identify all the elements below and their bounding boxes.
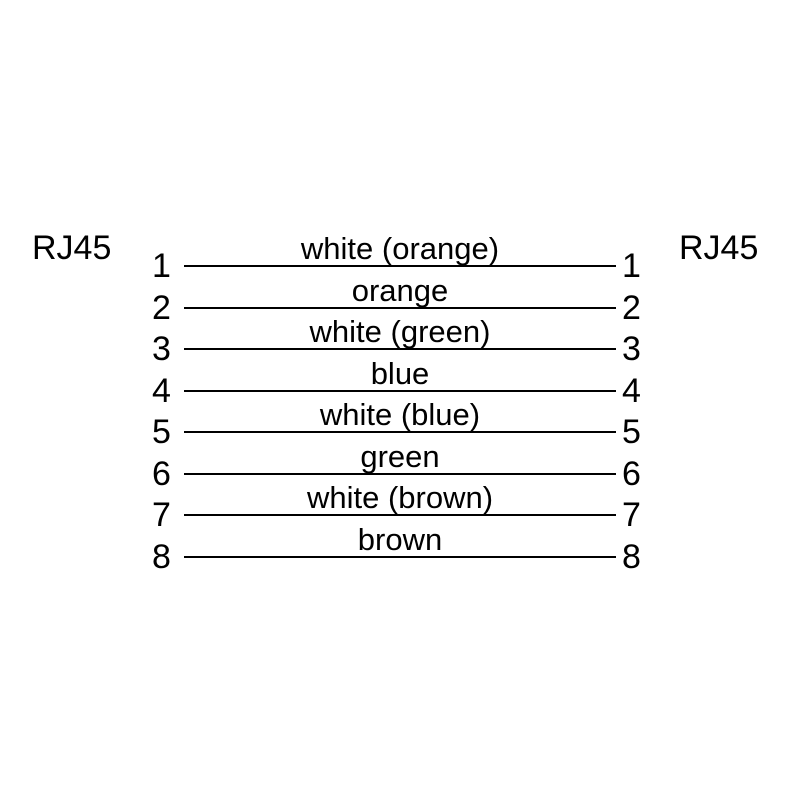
wire-conductor-line — [184, 389, 616, 392]
wire-conductor-line — [184, 348, 616, 350]
connector-left-label: RJ45 — [32, 229, 112, 267]
pin-number-left: 4 — [152, 371, 171, 410]
pin-number-right: 5 — [622, 413, 641, 451]
wire-color-label: white (green) — [309, 314, 491, 349]
wire-color-label: white (orange) — [300, 231, 500, 266]
pin-number-right: 1 — [622, 247, 641, 285]
wire-color-label: orange — [351, 272, 449, 308]
pin-number-right: 3 — [622, 330, 641, 368]
wire-conductor-line — [184, 472, 616, 475]
pin-number-left: 8 — [152, 537, 171, 576]
wire-color-label: white (blue) — [319, 397, 481, 432]
wire-conductor-line — [184, 514, 616, 516]
pin-number-right: 7 — [622, 496, 641, 534]
pin-number-left: 6 — [152, 454, 171, 493]
pin-number-right: 8 — [622, 537, 641, 576]
pin-number-right: 2 — [622, 288, 641, 327]
wire-conductor-line — [184, 265, 616, 267]
wire-color-label: green — [360, 438, 440, 474]
wire-color-label: blue — [370, 355, 430, 391]
wire-color-label: brown — [357, 521, 443, 557]
connector-right-label: RJ45 — [679, 229, 759, 267]
wire-conductor-line — [184, 555, 616, 558]
pin-number-left: 3 — [152, 330, 171, 368]
pin-number-left: 1 — [152, 247, 171, 285]
wire-conductor-line — [184, 306, 616, 309]
wire-color-label: white (brown) — [306, 480, 494, 515]
pin-number-left: 7 — [152, 496, 171, 534]
pin-number-left: 5 — [152, 413, 171, 451]
pin-number-right: 4 — [622, 371, 641, 410]
pin-number-right: 6 — [622, 454, 641, 493]
wire-conductor-line — [184, 431, 616, 433]
pin-number-left: 2 — [152, 288, 171, 327]
